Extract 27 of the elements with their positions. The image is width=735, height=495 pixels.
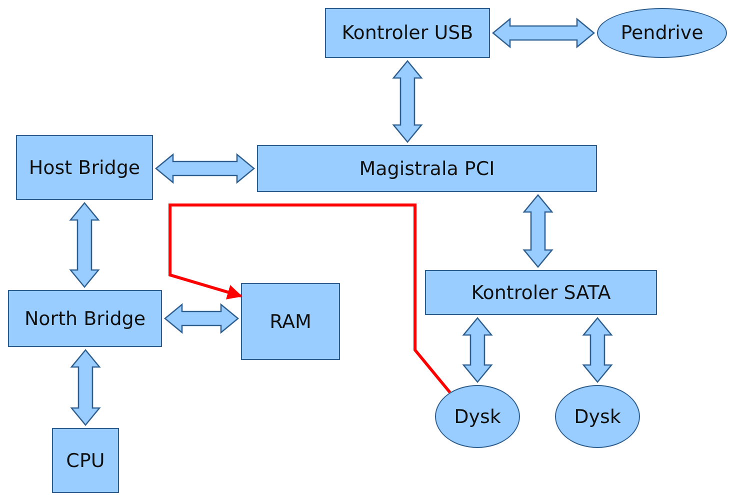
path-arrow (168, 204, 452, 394)
block-arrow (582, 316, 613, 384)
component-box (52, 428, 119, 493)
block-arrow (164, 303, 240, 334)
block-arrow (522, 194, 554, 268)
component-box (241, 283, 340, 360)
node-label: Magistrala PCI (359, 158, 495, 180)
component-box (257, 145, 597, 192)
node-label: RAM (270, 310, 312, 332)
node-label: Pendrive (620, 22, 704, 44)
block-arrow (154, 153, 256, 184)
node-label: Host Bridge (28, 156, 140, 178)
component-box (8, 290, 162, 347)
block-arrow (492, 18, 596, 48)
node-label: North Bridge (24, 308, 146, 330)
node-label: CPU (66, 450, 105, 472)
block-arrow (70, 348, 101, 426)
node-label: Kontroler USB (342, 22, 474, 44)
node-label: Kontroler SATA (471, 282, 611, 304)
node-label: Dysk (574, 406, 621, 428)
component-box (325, 8, 490, 58)
block-arrow (69, 202, 100, 288)
component-box (16, 135, 153, 200)
block-arrow (462, 316, 493, 384)
block-arrow (392, 60, 423, 144)
node-label: Dysk (454, 406, 501, 428)
component-box (425, 270, 657, 315)
